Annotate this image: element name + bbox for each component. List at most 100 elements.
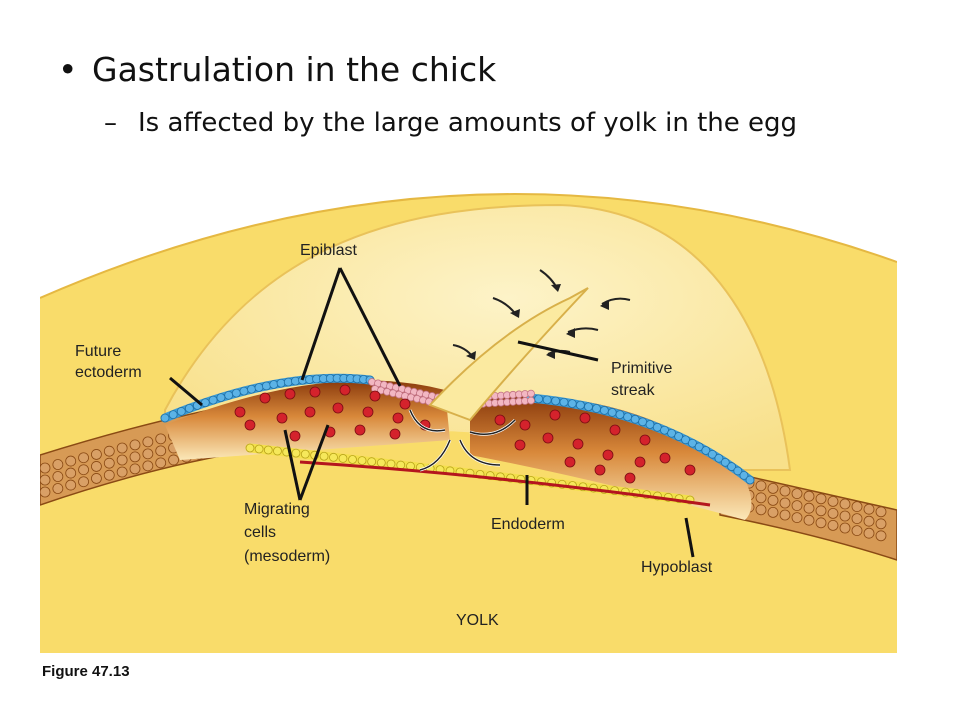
ingression-outline-down-right — [459, 439, 501, 466]
mesoderm-cell — [579, 412, 591, 424]
ectoderm-cell — [160, 413, 170, 423]
opaca-cell — [779, 485, 791, 497]
ectoderm-cell — [239, 386, 249, 396]
hypoblast-layer — [299, 460, 711, 507]
dash-symbol: – — [104, 108, 117, 138]
label-future-ectoderm-line1: Future — [75, 343, 122, 360]
mesoderm-cell — [354, 424, 366, 436]
opaca-cell — [103, 445, 115, 457]
opaca-cell — [851, 501, 863, 513]
opaca-cell — [103, 469, 115, 481]
mesoderm-cell — [289, 430, 301, 442]
opaca-cell — [779, 497, 791, 509]
opaca-cell — [827, 495, 839, 507]
mesoderm-cell — [244, 419, 256, 431]
mesoderm-cell — [639, 434, 651, 446]
endoderm-cell — [300, 449, 310, 459]
arrow-head-4 — [600, 300, 609, 310]
opaca-cell — [803, 490, 815, 502]
ectoderm-cell — [224, 390, 234, 400]
opaca-cell — [839, 498, 851, 510]
opaca-cell — [815, 505, 827, 517]
ingression-outline-down-left — [419, 439, 451, 471]
endoderm-cell — [254, 444, 264, 454]
opaca-cell — [851, 525, 863, 536]
mesoderm-cell — [234, 406, 246, 418]
opaca-cell — [129, 439, 141, 451]
opaca-cell — [863, 503, 875, 515]
opaca-cell — [875, 506, 887, 518]
mesoderm-cell — [549, 409, 561, 421]
opaca-cell — [40, 474, 51, 486]
label-hypoblast: Hypoblast — [641, 559, 713, 576]
label-yolk: YOLK — [456, 612, 499, 629]
ectoderm-cell — [534, 394, 544, 404]
slide-subtitle: –Is affected by the large amounts of yol… — [104, 108, 797, 138]
mesoderm-cell — [564, 456, 576, 468]
ectoderm-cell — [168, 410, 178, 420]
egg-outer-region — [40, 178, 897, 298]
mesoderm-cell — [362, 406, 374, 418]
leader-lines — [169, 267, 695, 558]
opaca-cell — [791, 488, 803, 500]
label-primitive-streak-line1: Primitive — [611, 360, 673, 377]
opaca-cell — [755, 492, 767, 504]
mesoderm-cell — [284, 388, 296, 400]
endoderm-cell — [386, 459, 396, 469]
ectoderm-cell — [254, 383, 264, 392]
opaca-cell — [839, 510, 851, 522]
endoderm-cell — [367, 457, 377, 467]
ectoderm-cell — [551, 396, 560, 406]
ectoderm-cell — [745, 475, 755, 485]
cavity-left — [165, 380, 450, 460]
ectoderm-cell — [269, 380, 279, 389]
mesoderm-cell — [659, 452, 671, 464]
opaca-cell — [767, 507, 779, 518]
arrow-head-2 — [510, 309, 520, 318]
ingression-outline-right — [469, 419, 516, 435]
opaca-cell — [116, 454, 128, 466]
bullet-symbol: • — [58, 50, 78, 89]
opaca-cell — [767, 494, 779, 506]
opaca-cell — [791, 500, 803, 512]
endoderm-cell — [376, 458, 386, 468]
ectoderm-cell — [645, 420, 655, 429]
ectoderm-cell — [283, 377, 293, 387]
ectoderm-cell — [208, 395, 218, 405]
ectoderm-cell — [200, 398, 210, 408]
ectoderm-cell — [708, 449, 717, 459]
opaca-cell — [142, 436, 154, 448]
opaca-cell — [52, 483, 64, 494]
ectoderm-cell — [694, 442, 704, 452]
ingression-arrow-outlines — [409, 409, 516, 471]
ectoderm-cell — [559, 397, 569, 407]
ectoderm-cell — [727, 462, 736, 471]
opaca-cell — [78, 452, 89, 464]
ectoderm-cell — [674, 432, 684, 441]
opaca-cell — [815, 493, 827, 505]
ectoderm-cell — [701, 446, 711, 455]
subtitle-text: Is affected by the large amounts of yolk… — [138, 108, 798, 138]
epiblast-cell — [527, 389, 535, 398]
ectoderm-cell — [176, 407, 186, 416]
primitive-streak-ridge — [428, 287, 589, 422]
ectoderm-cell — [216, 393, 226, 403]
ectoderm-cell — [276, 378, 286, 388]
endoderm-cell — [348, 455, 357, 464]
mesoderm-cell — [602, 449, 614, 461]
opaca-cell — [142, 448, 154, 460]
endoderm-cell — [338, 454, 348, 463]
opaca-cell — [40, 486, 51, 498]
opaca-cell — [129, 463, 141, 475]
opaca-cell — [116, 442, 128, 454]
label-migrating-line1: Migrating — [244, 501, 310, 518]
arrow-head-1 — [551, 284, 561, 292]
opaca-cell — [65, 479, 77, 491]
mesoderm-cell — [259, 392, 271, 404]
ectoderm-cell — [247, 384, 256, 394]
mesoderm-cell — [542, 432, 554, 444]
label-epiblast: Epiblast — [300, 242, 357, 259]
opaca-cell — [65, 467, 77, 479]
leader-epiblast-right — [338, 267, 402, 387]
